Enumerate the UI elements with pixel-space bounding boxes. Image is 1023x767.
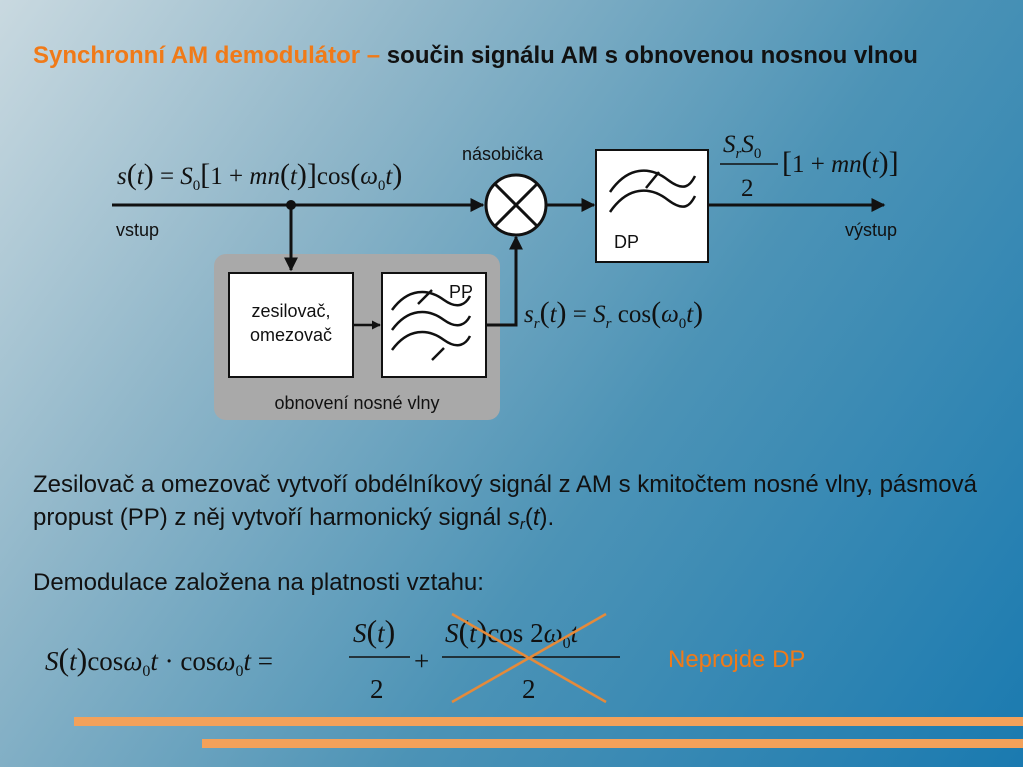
- svg-text:2: 2: [370, 674, 384, 704]
- paragraph-2: Demodulace založena na platnosti vztahu:: [33, 569, 484, 596]
- input-signal-formula: s(t) = S0[1 + mn(t)]cos(ω0t): [117, 158, 402, 194]
- multiplier-label: násobička: [462, 144, 544, 164]
- lowpass-label: DP: [614, 232, 639, 252]
- svg-text:S(t)cosω0t · cosω0t =: S(t)cosω0t · cosω0t =: [45, 641, 273, 680]
- amplifier-label-line2: omezovač: [250, 325, 332, 345]
- bandpass-label: PP: [449, 282, 473, 302]
- paragraph-1: Zesilovač a omezovač vytvoří obdélníkový…: [33, 468, 1008, 541]
- paragraph-1-sub: r: [519, 516, 525, 533]
- recovered-carrier-line: [486, 235, 523, 327]
- bandpass-filter-block: [381, 272, 487, 378]
- paragraph-1-text: Zesilovač a omezovač vytvoří obdélníkový…: [33, 471, 977, 531]
- multiplier: [484, 173, 548, 237]
- paragraph-1-var: s: [507, 504, 520, 531]
- slide-title: Synchronní AM demodulátor – součin signá…: [33, 38, 993, 73]
- paragraph-1-arg: t: [532, 504, 540, 531]
- svg-text:+: +: [414, 646, 429, 676]
- svg-text:SrS0: SrS0: [723, 131, 761, 162]
- paragraph-1-arg-open: (: [524, 504, 533, 531]
- title-rest: součin signálu AM s obnovenou nosnou vln…: [380, 42, 918, 69]
- demodulation-formula: S(t)cosω0t · cosω0t = S(t) 2 + S(t)cos 2…: [45, 612, 620, 704]
- carrier-formula: sr(t) = Sr cos(ω0t): [524, 296, 703, 332]
- input-label: vstup: [116, 220, 159, 240]
- note-neprojde: Neprojde DP: [668, 646, 806, 673]
- lowpass-filter-block: [595, 149, 709, 263]
- svg-text:S(t)cos 2ω0t: S(t)cos 2ω0t: [445, 613, 580, 652]
- svg-text:s(t) = S0[1 + mn(t)]cos(ω0t): s(t) = S0[1 + mn(t)]cos(ω0t): [117, 158, 402, 194]
- amplifier-label-line1: zesilovač,: [251, 301, 330, 321]
- svg-text:sr(t) = Sr cos(ω0t): sr(t) = Sr cos(ω0t): [524, 296, 703, 332]
- decorative-stripe-top: [74, 717, 1023, 726]
- output-label: výstup: [845, 220, 897, 240]
- decorative-stripe-bottom: [202, 739, 1023, 748]
- svg-text:2: 2: [741, 175, 754, 202]
- svg-text:2: 2: [522, 674, 536, 704]
- svg-text:S(t): S(t): [353, 613, 395, 649]
- paragraph-1-arg-close: ).: [539, 504, 555, 531]
- carrier-recovery-label: obnovení nosné vlny: [274, 393, 439, 413]
- title-highlight: Synchronní AM demodulátor –: [33, 42, 381, 69]
- svg-text:[1 + mn(t)]: [1 + mn(t)]: [782, 146, 899, 179]
- output-signal-formula: SrS0 2 [1 + mn(t)]: [720, 131, 899, 202]
